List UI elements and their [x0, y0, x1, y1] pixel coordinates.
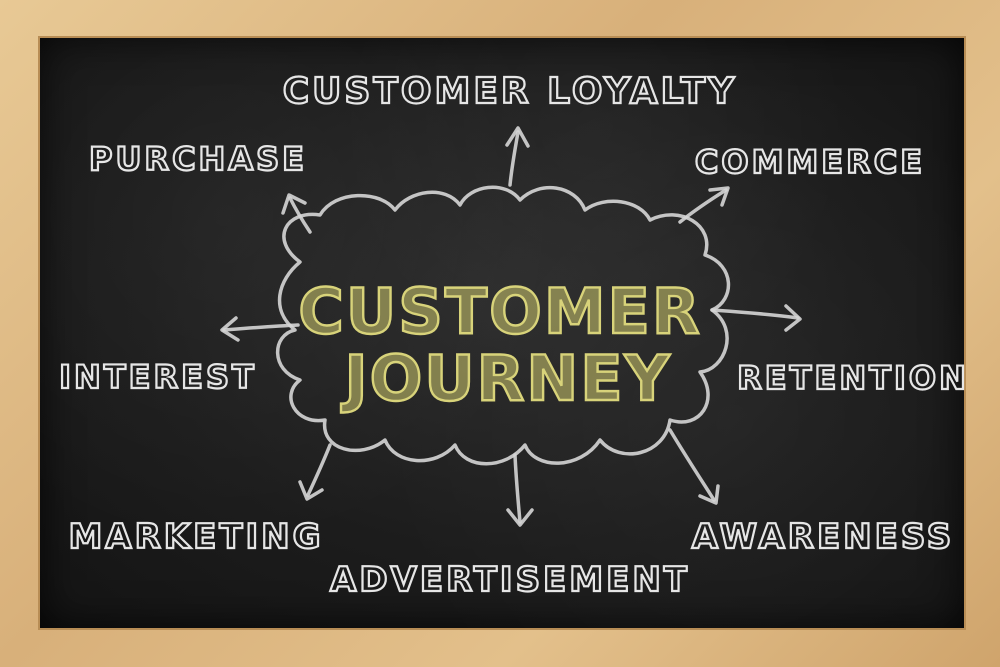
arrow-customer-loyalty	[505, 126, 530, 187]
label-customer-loyalty: CUSTOMER LOYALTY	[283, 71, 737, 112]
chalkboard	[40, 38, 964, 628]
arrow-purchase	[281, 193, 312, 234]
arrow-retention	[710, 304, 802, 332]
arrow-commerce	[678, 186, 730, 224]
label-awareness: AWARENESS	[692, 517, 955, 557]
label-marketing: MARKETING	[68, 517, 323, 557]
label-commerce: COMMERCE	[695, 143, 925, 181]
arrow-advertisement	[506, 453, 534, 527]
label-retention: RETENTION	[737, 359, 969, 397]
center-title-line2: JOURNEY	[341, 342, 672, 415]
cloud-outline	[275, 185, 731, 466]
center-title-line1: CUSTOMER	[298, 275, 701, 348]
label-interest: INTEREST	[59, 358, 257, 396]
arrow-awareness	[668, 428, 720, 505]
arrow-interest	[220, 316, 300, 342]
arrow-marketing	[298, 443, 332, 501]
label-purchase: PURCHASE	[89, 140, 307, 178]
label-advertisement: ADVERTISEMENT	[330, 560, 690, 600]
